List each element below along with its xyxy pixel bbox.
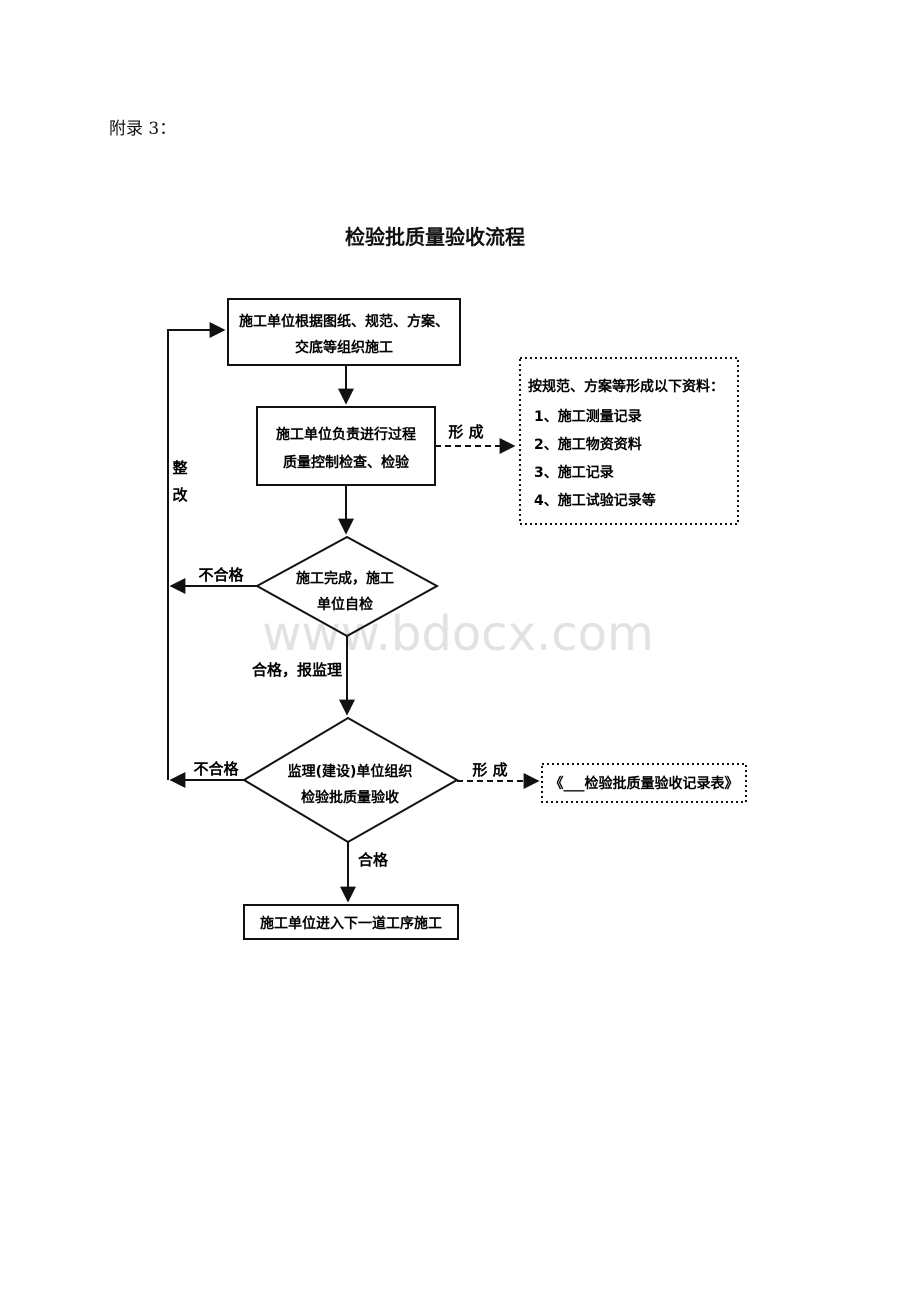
step1-box [227, 298, 461, 366]
materials-heading: 按规范、方案等形成以下资料： [528, 378, 724, 395]
final-box [243, 904, 459, 940]
fail-label-2: 不合格 [193, 760, 239, 778]
watermark-text: www.bdocx.com [262, 606, 654, 662]
rectify-loop [167, 322, 226, 780]
record-form-text: 《___检验批质量验收记录表》 [550, 775, 739, 792]
pass-label-1: 合格，报监理 [251, 661, 342, 679]
decision2-line2: 检验批质量验收 [301, 789, 400, 806]
form-label-2: 形 成 [472, 761, 507, 779]
materials-item-2: 2、施工物资资料 [534, 436, 642, 453]
step2-box [256, 406, 436, 486]
rectify-char-1: 整 [172, 459, 187, 477]
step2-line2: 质量控制检查、检验 [283, 454, 410, 471]
fail-label-1: 不合格 [198, 566, 244, 584]
pass-label-2: 合格 [357, 851, 389, 869]
form-label-1: 形 成 [448, 423, 483, 441]
decision2-diamond [242, 716, 460, 844]
record-form-box [541, 763, 747, 803]
decision2-line1: 监理(建设)单位组织 [288, 763, 413, 780]
decision1-line2: 单位自检 [317, 596, 373, 613]
appendix-label: 附录 3： [109, 119, 177, 139]
materials-box [519, 357, 739, 525]
rectify-char-2: 改 [172, 486, 188, 504]
step1-line1: 施工单位根据图纸、规范、方案、 [239, 313, 449, 330]
materials-item-3: 3、施工记录 [534, 464, 614, 481]
diagram-title: 检验批质量验收流程 [345, 225, 525, 249]
step1-line2: 交底等组织施工 [295, 339, 393, 356]
final-text: 施工单位进入下一道工序施工 [260, 915, 442, 932]
decision1-line1: 施工完成，施工 [296, 570, 394, 587]
step2-line1: 施工单位负责进行过程 [276, 426, 416, 443]
materials-item-1: 1、施工测量记录 [534, 408, 642, 425]
materials-item-4: 4、施工试验记录等 [534, 492, 656, 509]
